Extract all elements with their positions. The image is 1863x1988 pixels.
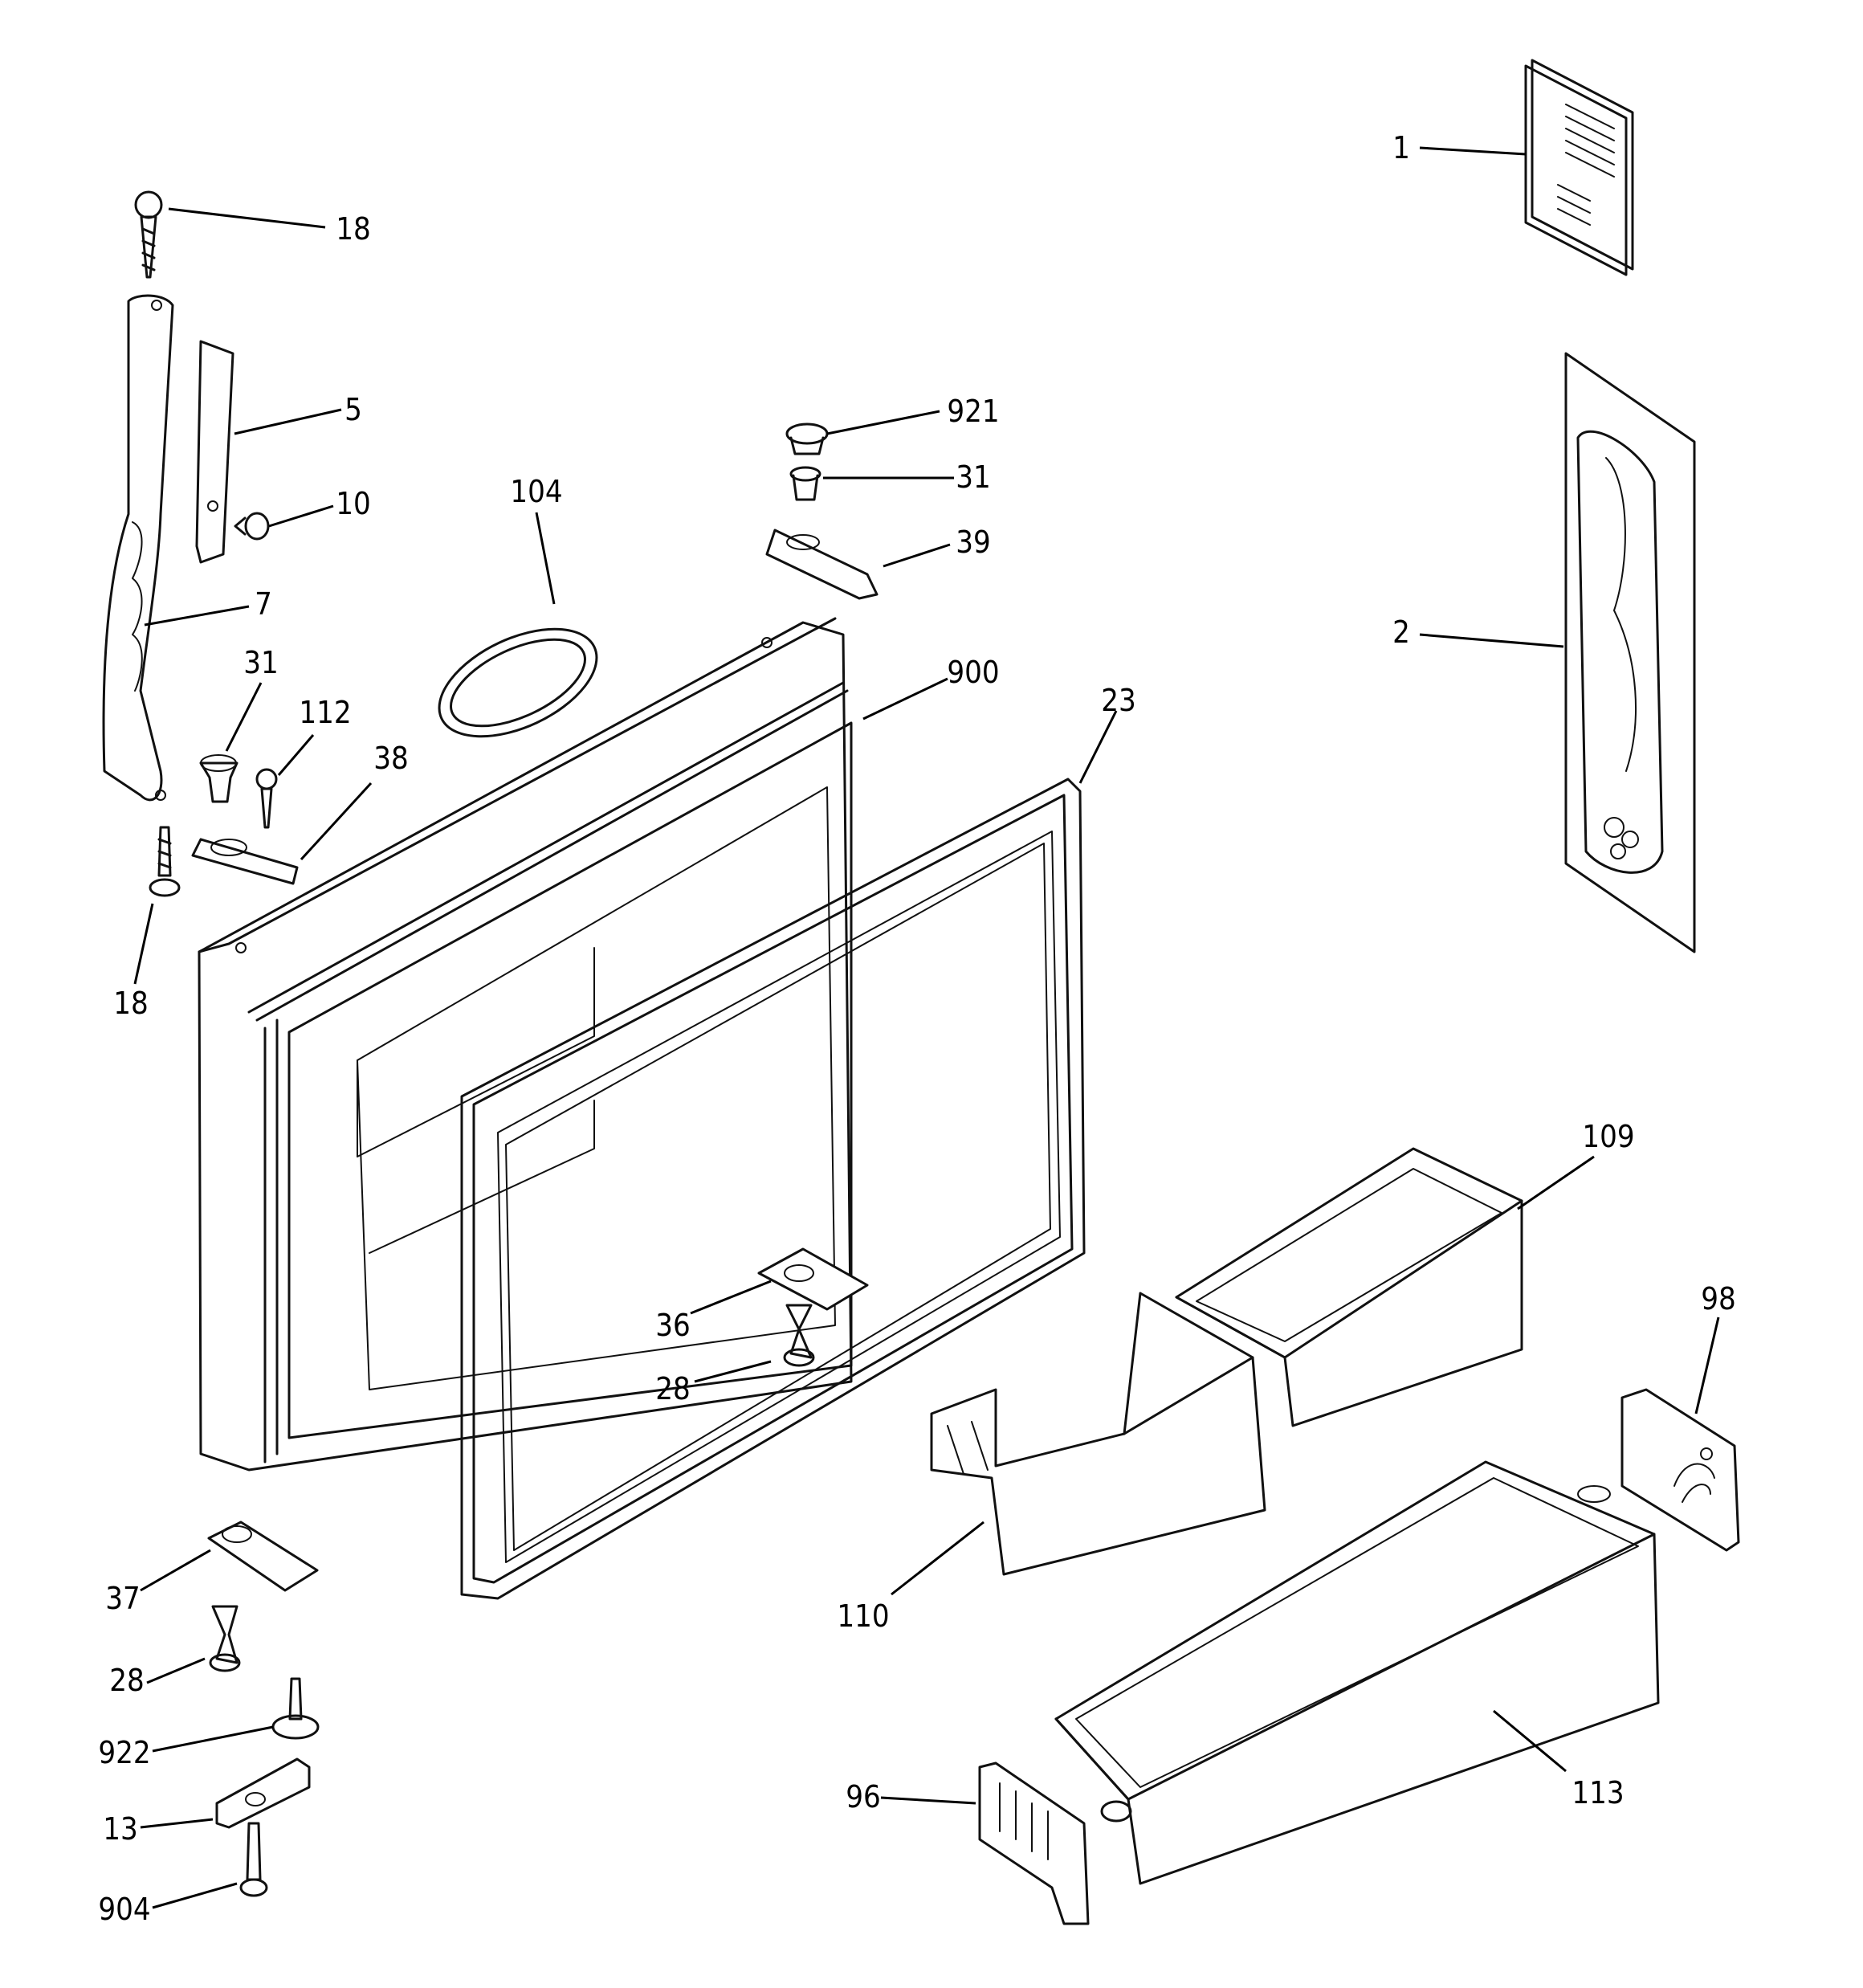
label-28-center: 28 <box>655 1371 691 1406</box>
part-98-bin-end-cap <box>1620 1388 1740 1552</box>
part-113-door-bin <box>1054 1460 1660 1885</box>
part-110-door-bin <box>930 1292 1266 1576</box>
part-109-door-bin <box>1175 1147 1523 1427</box>
part-112-screw <box>255 768 278 829</box>
label-96: 96 <box>846 1779 881 1815</box>
part-23-door-gasket <box>460 778 1086 1600</box>
label-5: 5 <box>344 392 362 427</box>
part-1-manual <box>1524 59 1634 276</box>
label-7: 7 <box>255 586 272 622</box>
leader-lines <box>133 146 1720 1909</box>
label-10: 10 <box>336 486 371 521</box>
part-7-hinge-arm <box>102 294 174 802</box>
part-28-pin-center <box>783 1304 815 1367</box>
part-96-bin-end-cap <box>978 1761 1090 1925</box>
label-904: 904 <box>98 1892 150 1927</box>
label-31-left: 31 <box>243 645 279 680</box>
label-23: 23 <box>1101 683 1136 718</box>
label-28-lower: 28 <box>109 1663 145 1698</box>
part-31-bushing <box>789 466 821 501</box>
part-10-hinge-pin <box>234 512 270 541</box>
label-900: 900 <box>947 655 999 690</box>
part-39-hinge-plate <box>765 529 879 600</box>
part-38-hinge-plate <box>191 838 299 885</box>
part-922-screw <box>271 1677 320 1740</box>
label-38: 38 <box>373 741 409 776</box>
part-28-pin-lower <box>209 1605 241 1672</box>
part-18-lower-screw <box>149 826 181 897</box>
label-18-lower: 18 <box>113 986 149 1021</box>
label-39: 39 <box>956 525 991 560</box>
label-921: 921 <box>947 394 999 429</box>
part-921-cap <box>785 423 829 455</box>
label-112: 112 <box>299 695 351 730</box>
part-900-door-assembly <box>198 617 853 1472</box>
part-13-bracket <box>215 1757 311 1829</box>
label-110: 110 <box>837 1598 889 1634</box>
label-36: 36 <box>655 1308 691 1343</box>
label-2: 2 <box>1392 614 1410 650</box>
label-13: 13 <box>103 1811 138 1847</box>
part-36-hinge-bracket <box>757 1247 869 1311</box>
label-37: 37 <box>105 1581 141 1616</box>
part-18-top-screw <box>134 190 163 279</box>
part-104-oval-trim <box>438 627 598 738</box>
label-18-top: 18 <box>336 211 371 247</box>
part-5-hinge-cover <box>195 340 234 564</box>
part-31-left-bushing <box>199 754 238 803</box>
part-2-door-handle-trim <box>1564 352 1696 953</box>
part-37-bracket <box>207 1521 319 1592</box>
label-98: 98 <box>1701 1281 1736 1316</box>
label-31-top: 31 <box>956 459 991 495</box>
label-104: 104 <box>510 474 562 509</box>
label-113: 113 <box>1572 1775 1624 1810</box>
part-904-screw <box>239 1822 268 1897</box>
label-109: 109 <box>1582 1119 1634 1154</box>
label-922: 922 <box>98 1735 150 1770</box>
label-1: 1 <box>1392 130 1410 165</box>
part-number-labels: 1 2 18 5 10 7 104 921 31 39 31 112 38 90… <box>98 130 1735 1927</box>
